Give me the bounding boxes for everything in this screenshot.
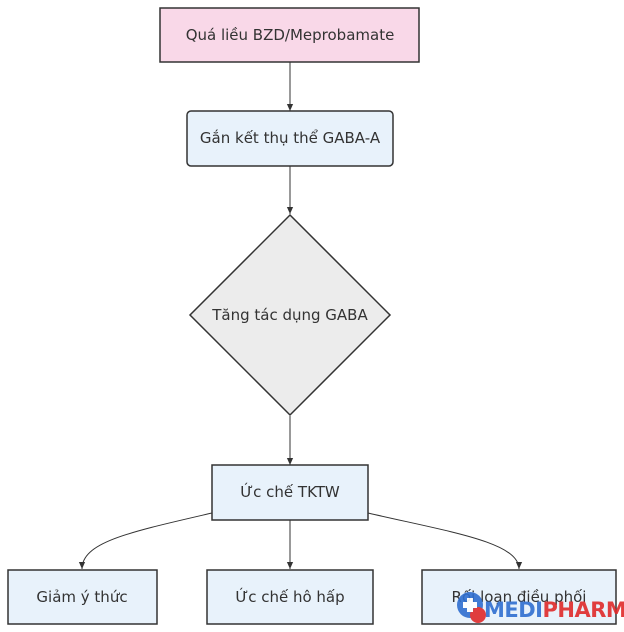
node-coordination: Rối loạn điều phối <box>421 569 617 625</box>
node-respiratory-label: Ức chế hô hấp <box>235 587 344 606</box>
node-respiratory: Ức chế hô hấp <box>206 569 374 625</box>
medical-cross-icon <box>457 592 486 623</box>
node-cns-depression-label: Ức chế TKTW <box>240 482 340 501</box>
node-consciousness: Giảm ý thức <box>7 569 158 625</box>
node-cns-depression: Ức chế TKTW <box>211 464 369 521</box>
node-gaba-binding: Gắn kết thụ thể GABA-A <box>186 110 394 167</box>
edge-cns-to-coordination <box>367 512 523 570</box>
node-gaba-effect: Tăng tác dụng GABA <box>188 213 392 417</box>
edge-cns-to-consciousness <box>78 512 213 570</box>
node-consciousness-label: Giảm ý thức <box>36 588 127 606</box>
watermark-text: MEDIPHARM <box>484 598 624 622</box>
node-coordination-label: Rối loạn điều phối <box>452 588 587 606</box>
node-overdose: Quá liều BZD/Meprobamate <box>159 7 420 63</box>
node-gaba-effect-label: Tăng tác dụng GABA <box>211 306 368 324</box>
node-gaba-binding-label: Gắn kết thụ thể GABA-A <box>200 129 381 147</box>
watermark-logo: MEDIPHARM <box>457 592 624 623</box>
node-overdose-label: Quá liều BZD/Meprobamate <box>186 26 395 44</box>
